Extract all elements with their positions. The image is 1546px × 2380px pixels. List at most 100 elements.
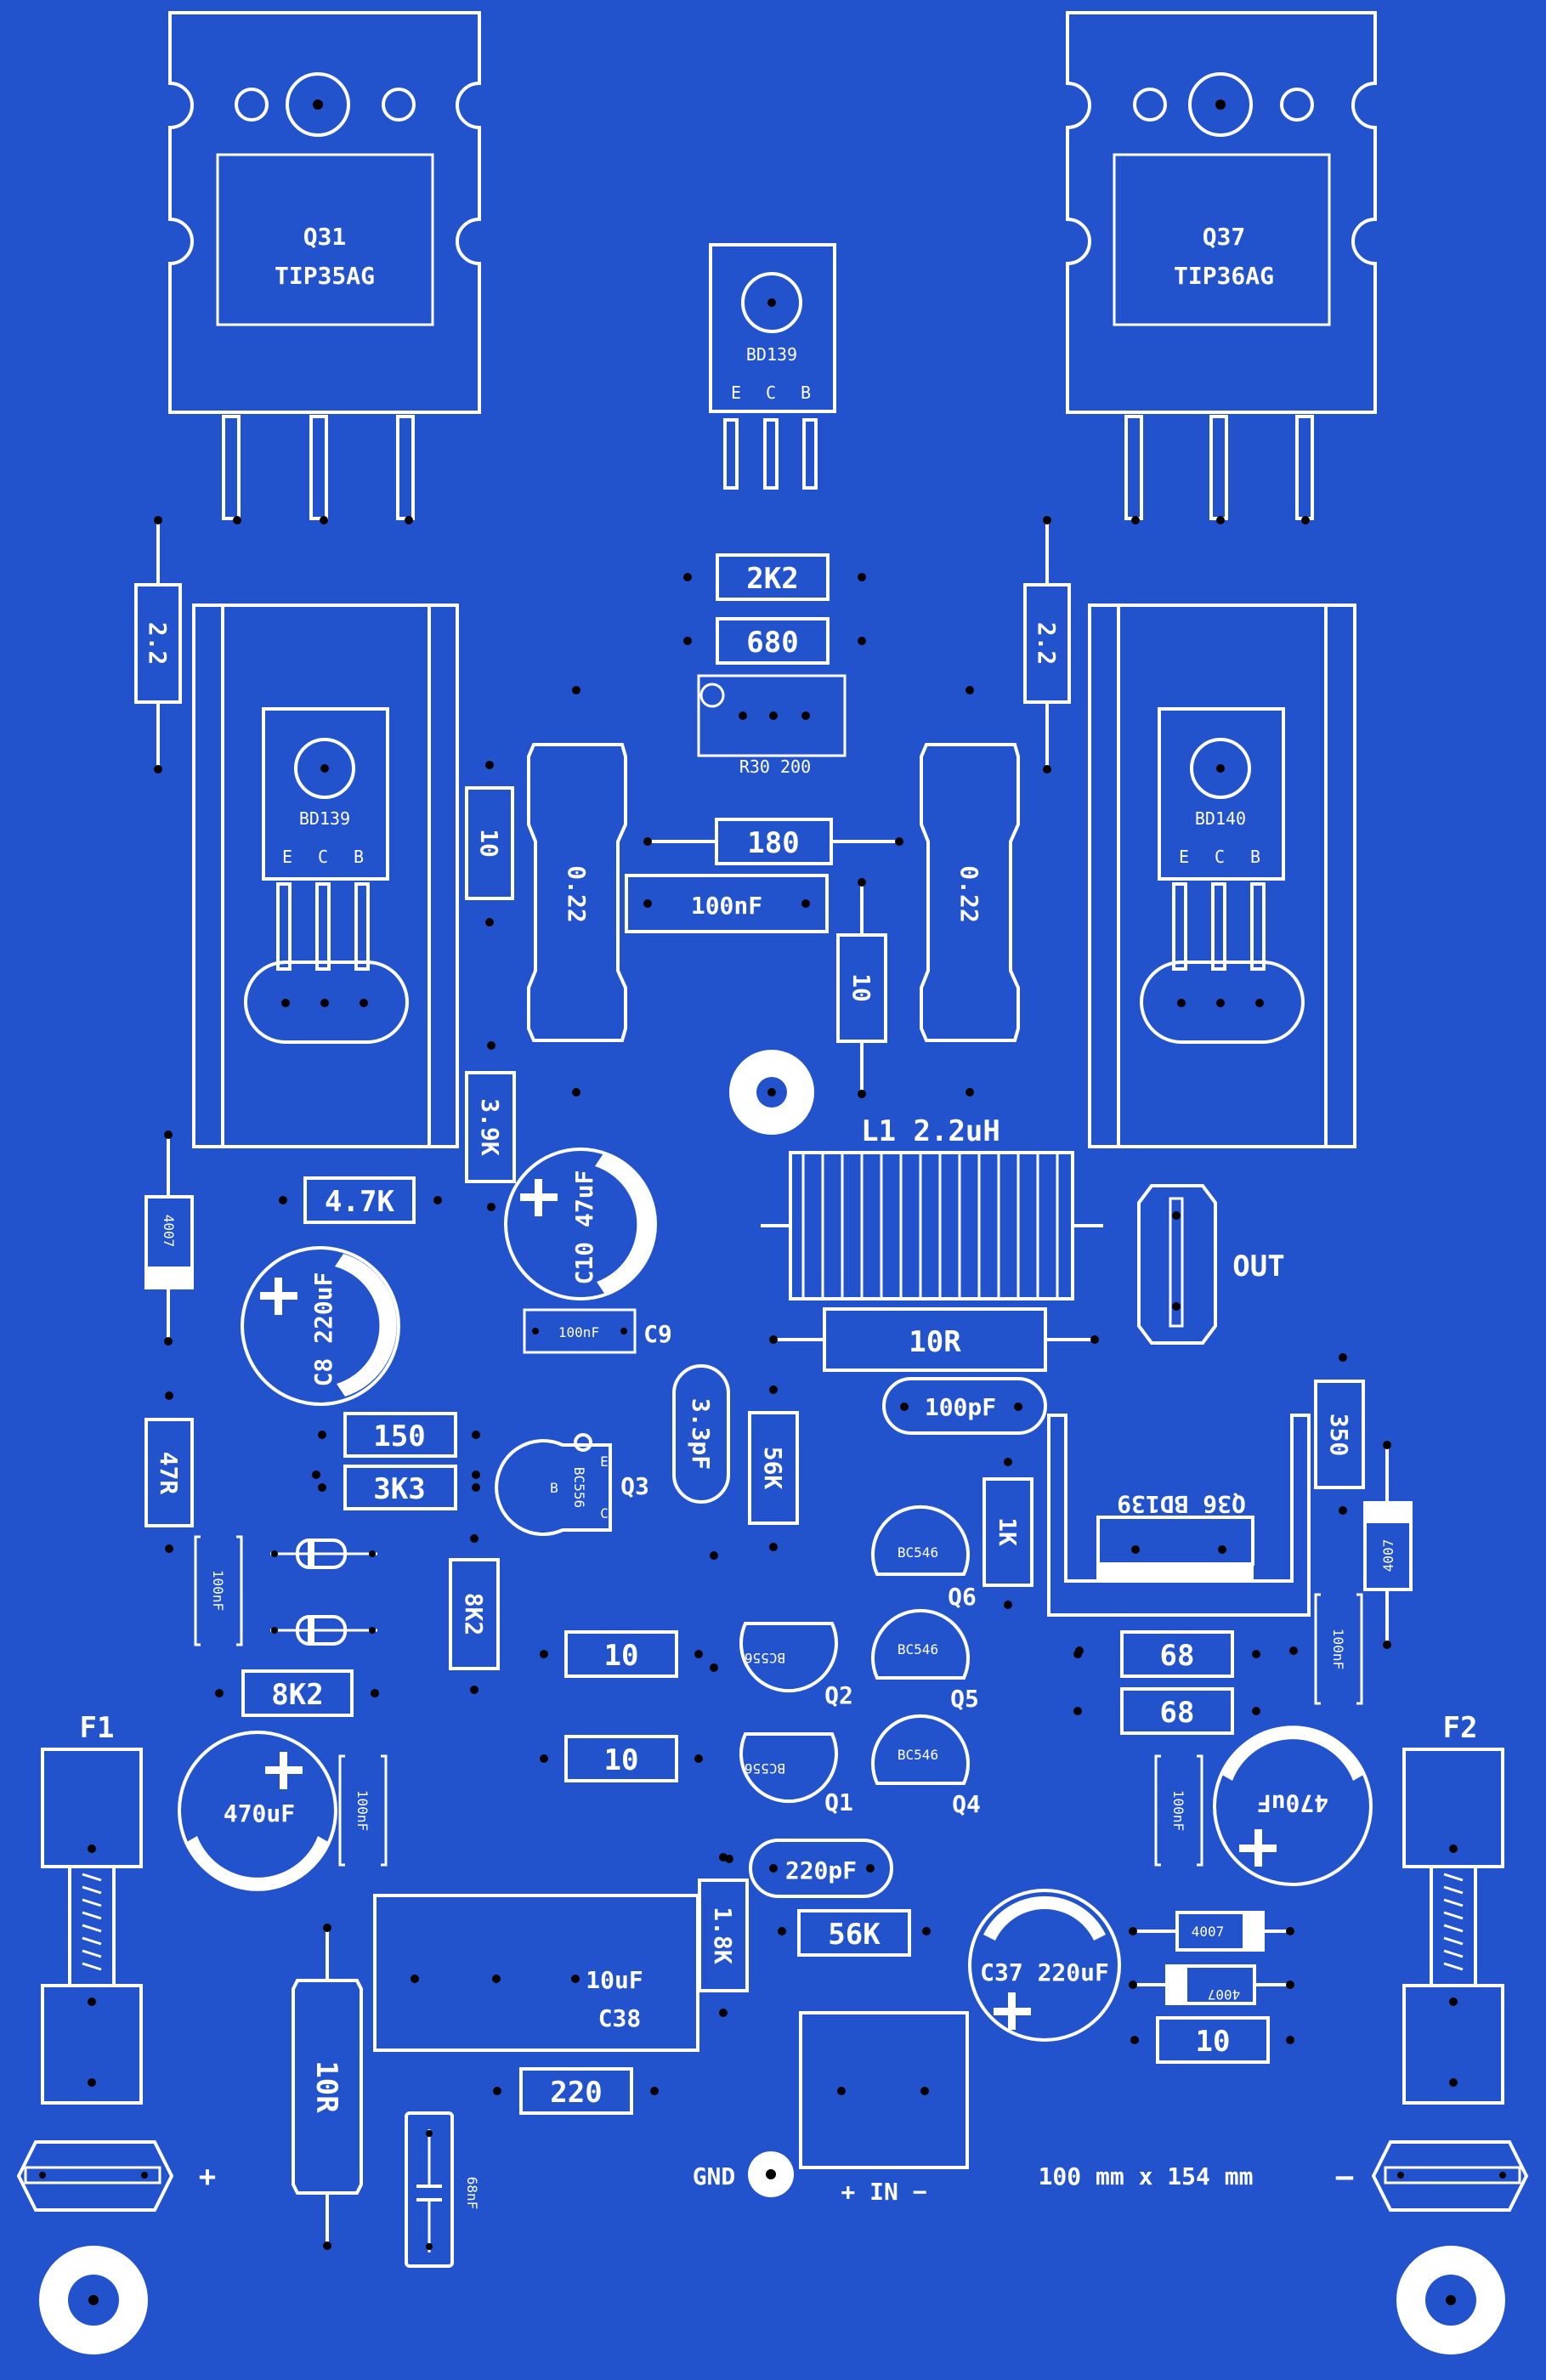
capacitor-470uf-left: 470uF	[178, 1731, 337, 1891]
top-bd139-pin-b: B	[801, 382, 811, 403]
diode-4007-bottom-b: 4007	[1129, 1964, 1294, 2005]
capacitor-100nf-left-low: 100nF	[338, 1754, 388, 1867]
connector-input-label: + IN −	[841, 2178, 926, 2206]
capacitor-c10-47uf: C10 47uF	[504, 1148, 657, 1300]
resistor-68-b: 68	[1073, 1687, 1260, 1735]
capacitor-100nf-mid-label: 100nF	[691, 892, 762, 920]
capacitor-470uf-right: 470uF	[1213, 1726, 1373, 1886]
right-bd140-pin-b: B	[1250, 847, 1260, 867]
resistor-3k3-label: 3K3	[373, 1472, 425, 1506]
q31-part: TIP35AG	[275, 262, 375, 290]
resistor-0-22-left-label: 0.22	[563, 865, 591, 922]
top-bd139-label: BD139	[746, 344, 797, 365]
left-bd139-pin-b: B	[354, 847, 364, 867]
resistor-0-22-left: 0.22	[527, 743, 627, 1042]
resistor-8k2-vert: 8K2	[449, 1534, 500, 1694]
capacitor-100nf-right-low: 100nF	[1154, 1754, 1203, 1867]
right-bd140-pin-e: E	[1179, 847, 1189, 867]
resistor-150-label: 150	[373, 1420, 425, 1454]
resistor-56k-horiz-label: 56K	[828, 1918, 881, 1952]
resistor-2k2: 2K2	[683, 553, 866, 601]
transistor-q4-bc546: BC546 Q4	[871, 1714, 981, 1818]
q37-tip36ag: Q37 TIP36AG	[1066, 11, 1377, 524]
resistor-10-vert-left-label: 10	[475, 829, 503, 858]
connector-input: + IN −	[799, 2011, 969, 2206]
capacitor-470uf-left-label: 470uF	[224, 1799, 295, 1828]
capacitor-c8-label: C8 220uF	[309, 1272, 337, 1387]
trimmer-r30: R30 200	[697, 674, 847, 777]
resistor-10-b: 10	[540, 1735, 703, 1782]
resistor-68-a-label: 68	[1160, 1639, 1195, 1673]
capacitor-220pf-label: 220pF	[785, 1856, 857, 1884]
connector-out-label: OUT	[1232, 1250, 1284, 1284]
transistor-q3-pin-e: E	[600, 1454, 609, 1470]
transistor-q6-bc546: BC546 Q6	[871, 1504, 977, 1611]
capacitor-100nf-right: 100nF	[1314, 1593, 1363, 1705]
capacitor-470uf-right-label: 470uF	[1257, 1789, 1328, 1817]
right-heatsink-bd140: BD140 E C B	[1088, 604, 1356, 1148]
resistor-8k2-horiz: 8K2	[215, 1669, 379, 1717]
capacitor-c9: 100nF C9	[523, 1308, 672, 1354]
resistor-2-2-left-label: 2.2	[144, 622, 172, 666]
resistor-47r-label: 47R	[155, 1452, 183, 1495]
transistor-q5-part: BC546	[898, 1641, 938, 1658]
transistor-q3-bc556: BC556 B E C Q3	[495, 1433, 649, 1536]
power-connector-positive: +	[16, 2140, 216, 2212]
capacitor-c9-ref: C9	[643, 1320, 672, 1348]
resistor-10-a-label: 10	[604, 1639, 639, 1673]
resistor-10-vert-mid-label: 10	[847, 973, 875, 1002]
resistor-47r: 47R	[144, 1391, 194, 1553]
capacitor-3-3pf-label: 3.3pF	[687, 1398, 715, 1470]
left-bd139-pin-c: C	[318, 847, 328, 867]
transistor-q1-part: BC556	[745, 1760, 785, 1776]
capacitor-100nf-mid: 100nF	[625, 874, 829, 933]
capacitor-100pf: 100pF	[882, 1377, 1047, 1435]
trimmer-label: R30 200	[739, 756, 811, 777]
diode-4007-bottom-a-label: 4007	[1192, 1924, 1225, 1940]
capacitor-100nf-left-low-label: 100nF	[354, 1790, 371, 1831]
resistor-350-label: 350	[1325, 1414, 1353, 1457]
board-dimensions: 100 mm x 154 mm	[1039, 2162, 1254, 2190]
resistor-2-2-right-label: 2.2	[1033, 622, 1061, 666]
resistor-10r-bottom: 10R	[292, 1924, 363, 2250]
transistor-q6-part: BC546	[898, 1544, 938, 1561]
capacitor-68nf-label: 68nF	[464, 2177, 480, 2210]
diode-4007-right-label: 4007	[1380, 1539, 1396, 1572]
resistor-1-8k-label: 1.8K	[709, 1907, 737, 1964]
top-bd139-pin-e: E	[731, 382, 741, 403]
capacitor-c37-220uf: C37 220uF	[968, 1889, 1121, 2042]
diode-glass-lower	[270, 1615, 377, 1646]
resistor-350: 350	[1314, 1353, 1365, 1515]
resistor-1-8k: 1.8K	[698, 1878, 749, 1992]
fuse-f1-label: F1	[80, 1711, 115, 1745]
resistor-180-label: 180	[747, 826, 799, 860]
capacitor-c8-220uf: C8 220uF	[241, 1246, 400, 1406]
power-negative-symbol: —	[1336, 2160, 1354, 2194]
transistor-q2-part: BC556	[745, 1650, 785, 1666]
capacitor-c10-label: C10 47uF	[570, 1170, 598, 1285]
inductor-l1: L1 2.2uH	[761, 1114, 1103, 1300]
resistor-150: 150	[318, 1412, 480, 1458]
resistor-10r-big: 10R	[769, 1307, 1099, 1372]
resistor-10-bottom-right-label: 10	[1196, 2025, 1231, 2059]
top-bd139: BD139 E C B	[709, 243, 836, 490]
mounting-hole-bottom-right	[1396, 2246, 1505, 2354]
left-bd139-pin-e: E	[282, 847, 292, 867]
capacitor-3-3pf: 3.3pF	[672, 1364, 730, 1504]
transistor-q2-bc556: BC556 Q2	[739, 1622, 853, 1709]
capacitor-c38-ref: C38	[598, 2004, 642, 2032]
diode-4007-left-label: 4007	[161, 1215, 177, 1248]
resistor-10-bottom-right: 10	[1130, 2016, 1294, 2064]
resistor-2-2-left: 2.2	[134, 516, 182, 774]
diode-4007-bottom-a: 4007	[1129, 1911, 1294, 1952]
resistor-0-22-right-label: 0.22	[955, 865, 983, 922]
q31-tip35ag: Q31 TIP35AG	[168, 11, 481, 524]
capacitor-220pf: 220pF	[725, 1839, 893, 1898]
transistor-q4-part: BC546	[898, 1747, 938, 1763]
resistor-1k-label: 1K	[994, 1517, 1022, 1546]
transistor-q1-ref: Q1	[824, 1788, 853, 1816]
left-heatsink-bd139: BD139 E C B	[192, 604, 459, 1148]
resistor-2-2-right: 2.2	[1023, 516, 1071, 774]
resistor-10r-big-label: 10R	[909, 1325, 961, 1359]
